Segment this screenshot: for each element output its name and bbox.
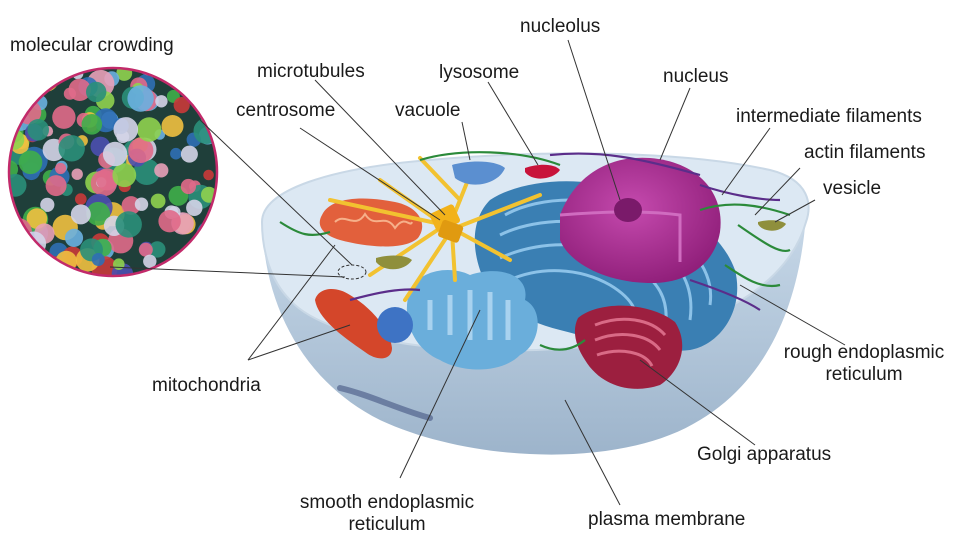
- macromolecule-blob: [86, 82, 106, 102]
- macromolecule-blob: [162, 115, 184, 137]
- macromolecule-blob: [113, 258, 125, 270]
- macromolecule-blob: [127, 85, 153, 111]
- macromolecule-blob: [203, 247, 217, 261]
- macromolecule-blob: [205, 265, 220, 280]
- label-centrosome: centrosome: [236, 100, 335, 122]
- macromolecule-blob: [199, 61, 215, 77]
- label-vesicle: vesicle: [823, 178, 881, 200]
- macromolecule-blob: [71, 204, 91, 224]
- macromolecule-blob: [55, 163, 66, 174]
- label-golgi: Golgi apparatus: [697, 444, 831, 466]
- macromolecule-blob: [170, 261, 194, 285]
- macromolecule-blob: [143, 255, 156, 268]
- macromolecule-blob: [114, 117, 139, 142]
- macromolecule-blob: [64, 88, 76, 100]
- macromolecule-blob: [27, 119, 49, 141]
- label-nucleolus: nucleolus: [520, 16, 600, 38]
- macromolecule-blob: [197, 221, 224, 248]
- label-plasma-membrane: plasma membrane: [588, 509, 745, 531]
- macromolecule-blob: [151, 194, 166, 209]
- macromolecule-blob: [194, 118, 220, 144]
- macromolecule-blob: [19, 246, 30, 257]
- macromolecule-blob: [38, 70, 49, 81]
- macromolecule-blob: [65, 229, 83, 247]
- label-molecular-crowding: molecular crowding: [10, 35, 174, 57]
- macromolecule-blob: [75, 193, 87, 205]
- macromolecule-blob: [203, 170, 214, 181]
- blue-organelle: [377, 307, 413, 343]
- macromolecule-blob: [4, 174, 27, 197]
- label-smooth-er: smooth endoplasmic reticulum: [282, 492, 492, 536]
- macromolecule-blob: [19, 151, 43, 175]
- nucleolus-shape: [614, 198, 642, 222]
- macromolecule-blob: [181, 179, 196, 194]
- label-rough-er-line1: rough endoplasmic: [766, 342, 962, 364]
- label-nucleus: nucleus: [663, 66, 729, 88]
- macromolecule-blob: [135, 198, 148, 211]
- label-vacuole: vacuole: [395, 100, 461, 122]
- macromolecule-blob: [35, 264, 53, 282]
- label-smooth-er-line2: reticulum: [282, 514, 492, 536]
- label-rough-er: rough endoplasmic reticulum: [766, 342, 962, 386]
- macromolecule-blob: [155, 95, 167, 107]
- macromolecule-blob: [175, 258, 192, 275]
- macromolecule-blob: [137, 117, 161, 141]
- macromolecule-blob: [32, 65, 59, 92]
- macromolecule-blob: [52, 106, 75, 129]
- macromolecule-blob: [0, 261, 20, 282]
- macromolecule-blob: [3, 89, 26, 112]
- macromolecule-blob: [92, 253, 105, 266]
- macromolecule-blob: [103, 142, 127, 166]
- macromolecule-blob: [6, 113, 18, 125]
- macromolecule-blob: [25, 59, 48, 82]
- label-microtubules: microtubules: [257, 61, 365, 83]
- macromolecule-blob: [46, 175, 67, 196]
- label-rough-er-line2: reticulum: [766, 364, 962, 386]
- macromolecule-blob: [116, 211, 142, 237]
- macromolecule-blob: [20, 92, 33, 105]
- label-actin-filaments: actin filaments: [804, 142, 925, 164]
- macromolecule-blob: [18, 96, 30, 108]
- label-smooth-er-line1: smooth endoplasmic: [282, 492, 492, 514]
- macromolecule-blob: [170, 148, 182, 160]
- macromolecule-blob: [154, 163, 168, 177]
- macromolecule-blob: [65, 271, 75, 281]
- molecular-crowding-inset: [0, 56, 224, 285]
- macromolecule-blob: [82, 114, 103, 135]
- macromolecule-blob: [112, 163, 136, 187]
- macromolecule-blob: [58, 135, 84, 161]
- macromolecule-blob: [186, 200, 202, 216]
- label-lysosome: lysosome: [439, 62, 519, 84]
- macromolecule-blob: [181, 146, 198, 163]
- macromolecule-blob: [199, 73, 224, 98]
- macromolecule-blob: [207, 63, 219, 75]
- macromolecule-blob: [158, 210, 180, 232]
- macromolecule-blob: [22, 232, 47, 257]
- macromolecule-blob: [31, 56, 56, 81]
- label-intermediate-filaments: intermediate filaments: [736, 106, 922, 128]
- label-mitochondria: mitochondria: [152, 375, 261, 397]
- macromolecule-blob: [72, 169, 83, 180]
